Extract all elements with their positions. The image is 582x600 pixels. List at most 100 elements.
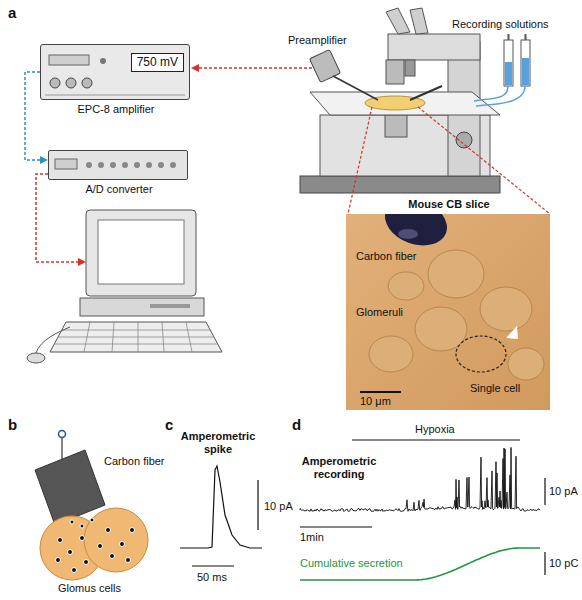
microscope-part	[522, 58, 529, 85]
slice-photo-art-part	[456, 336, 506, 372]
computer	[27, 210, 222, 363]
trace-title: Amperometric spike	[178, 430, 258, 456]
photo-label: Glomeruli	[356, 306, 403, 319]
glomus-cells-part-part	[80, 536, 85, 541]
glomus-cells-part-part	[120, 542, 125, 547]
microscope-part	[521, 40, 530, 86]
microscope-part	[505, 62, 512, 85]
part-label: Glomus cells	[58, 582, 121, 595]
glomus-cells-part-part	[72, 568, 77, 573]
microscope-part	[474, 86, 508, 101]
converter-ports-part	[170, 162, 176, 168]
display-readout: 750 mV	[131, 53, 184, 72]
spike-trace-part	[257, 480, 258, 530]
glomus-cells-part-part	[80, 524, 84, 528]
condition-label: Hypoxia	[415, 423, 455, 436]
glomus-cells-part-part	[110, 554, 115, 559]
microscope-part	[388, 34, 480, 60]
converter-ports-part	[146, 162, 152, 168]
carbon-fiber-sketch	[35, 431, 105, 526]
part-label: Preamplifier	[288, 34, 347, 47]
microscope-part	[476, 86, 525, 106]
computer-part	[50, 322, 222, 352]
converter-device: A/D converter	[48, 150, 190, 198]
hypoxia-recording-part	[544, 478, 545, 505]
slice-photo-art-part-part	[369, 336, 413, 372]
converter-ports	[49, 151, 187, 179]
glomus-cells	[40, 508, 148, 580]
slice-photo-art-part	[506, 326, 518, 339]
photo-label: Single cell	[470, 382, 520, 395]
signal-wires-part	[36, 174, 85, 262]
amplifier-knobs-part	[49, 55, 89, 65]
microscope-part	[504, 40, 513, 86]
glomus-cells-part-part	[68, 550, 73, 555]
slice-photo-art-part	[398, 229, 418, 239]
signal-wires-part	[192, 67, 312, 69]
computer-part	[80, 298, 204, 316]
hypoxia-recording-part	[300, 548, 540, 580]
panel-letter: d	[292, 416, 301, 433]
converter-body	[48, 150, 188, 180]
panel-letter: b	[8, 416, 17, 433]
part-label: Recording solutions	[452, 18, 549, 31]
converter-ports-part	[86, 162, 92, 168]
slice-panel: Mouse CB sliceCarbon fiberGlomeruliSingl…	[346, 198, 552, 410]
glomus-cells-part-part	[130, 528, 135, 533]
microscope-part	[508, 34, 510, 40]
spike-trace	[180, 466, 262, 566]
glomus-cells-part-part	[126, 558, 131, 563]
microscope-part	[405, 60, 415, 76]
computer-part	[98, 220, 184, 284]
slice-photo-art-part	[360, 391, 401, 393]
microscope-part	[385, 115, 407, 137]
glomus-cells-part-part	[84, 560, 89, 565]
panel-letter: c	[165, 416, 173, 433]
slice-photo-art-part-part	[388, 272, 424, 300]
microscope-part	[310, 92, 500, 115]
computer-part	[150, 304, 190, 308]
amplifier-device: 750 mV EPC-8 amplifier	[40, 44, 192, 120]
scale-label: 50 ms	[197, 571, 227, 584]
microscope-part	[525, 34, 527, 40]
microscope-part	[410, 8, 428, 34]
trace-label: Cumulative secretion	[300, 557, 403, 570]
device-label: A/D converter	[48, 183, 190, 196]
glomus-cells-part-part	[90, 518, 94, 522]
scale-label: 1min	[300, 531, 324, 544]
slice-photo-art-part-part	[428, 250, 484, 298]
photo-label: Carbon fiber	[356, 250, 417, 263]
computer-part	[54, 322, 218, 352]
slice-photo-art-part	[346, 214, 550, 410]
glomus-cells-part-part	[106, 528, 111, 533]
glomus-cells-part	[84, 508, 148, 572]
amplifier-knobs-part	[66, 78, 76, 88]
converter-ports-part	[98, 162, 104, 168]
computer-part	[36, 327, 70, 353]
glomus-cells-part-part	[70, 520, 74, 524]
computer-part	[27, 353, 45, 363]
scale-label: 10 pA	[264, 500, 293, 513]
spike-trace-part	[180, 466, 262, 548]
part-label: Carbon fiber	[104, 455, 165, 468]
scale-label: 10 pA	[549, 485, 578, 498]
hypoxia-recording-part	[300, 526, 372, 527]
computer-part	[86, 210, 196, 296]
slice-photo-art-part-part	[508, 348, 544, 380]
spike-trace-part	[192, 565, 234, 566]
converter-ports-part	[110, 162, 116, 168]
signal-wires-part	[418, 107, 550, 214]
microscope-part	[386, 60, 404, 84]
converter-ports-part	[55, 159, 77, 169]
hypoxia-recording-part	[352, 439, 520, 440]
glomus-cells-part-part	[58, 538, 63, 543]
microscope-part	[333, 76, 378, 100]
device-label: EPC-8 amplifier	[40, 103, 192, 116]
scale-label: 10 pC	[549, 557, 578, 570]
trace-title: Amperometric recording	[296, 455, 382, 481]
amplifier-knobs-part	[45, 95, 185, 96]
amplifier-knobs-part	[100, 58, 106, 64]
signal-wires-part	[348, 107, 372, 214]
microscope-part	[300, 176, 500, 193]
